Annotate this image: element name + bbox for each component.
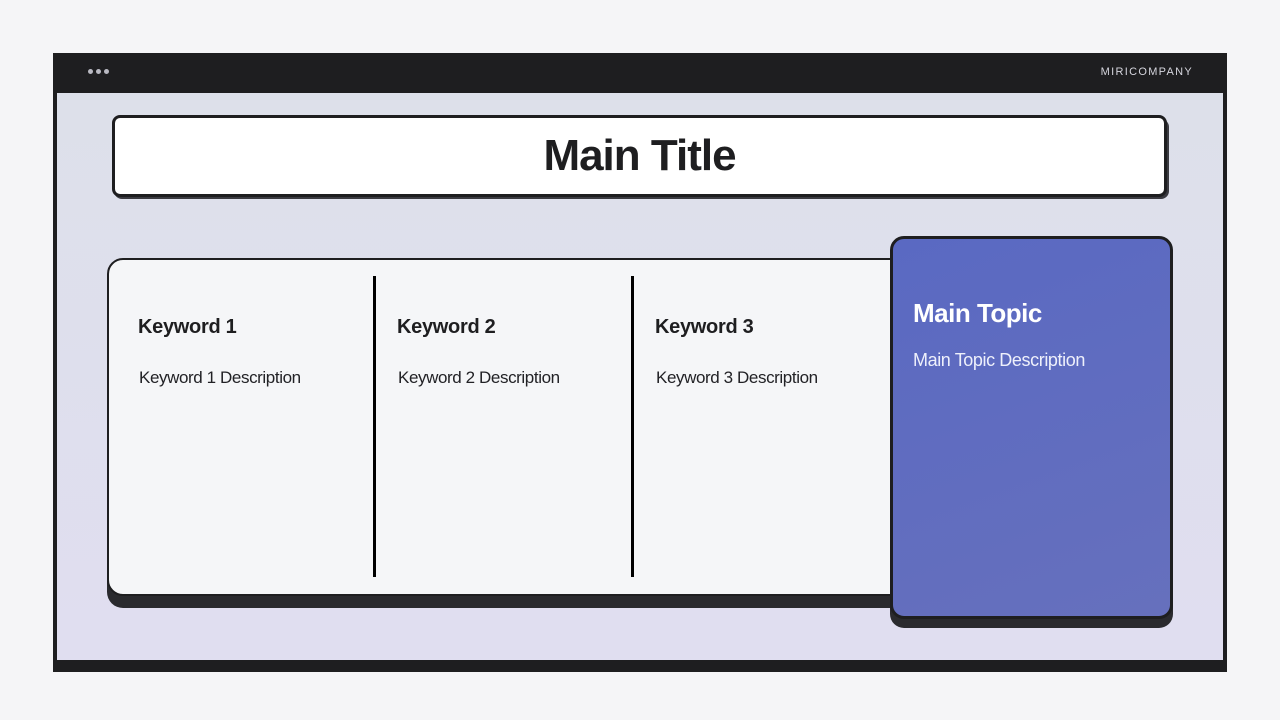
title-bar: MIRICOMPANY xyxy=(53,53,1227,93)
main-topic-heading: Main Topic xyxy=(913,298,1042,328)
column-divider xyxy=(631,276,634,577)
keyword-heading: Keyword 3 xyxy=(655,316,754,338)
keyword-panel: Keyword 1 Keyword 1 Description Keyword … xyxy=(107,258,907,596)
presentation-window: MIRICOMPANY Main Title Keyword 1 Keyword… xyxy=(53,53,1227,672)
brand-label: MIRICOMPANY xyxy=(1100,66,1193,78)
keyword-heading: Keyword 1 xyxy=(138,316,237,338)
keyword-column-3: Keyword 3 Keyword 3 Description xyxy=(626,260,886,594)
keyword-description: Keyword 2 Description xyxy=(398,368,560,387)
slide-canvas: Main Title Keyword 1 Keyword 1 Descripti… xyxy=(57,93,1223,660)
window-controls[interactable] xyxy=(88,69,109,74)
column-divider xyxy=(373,276,376,577)
main-topic-description: Main Topic Description xyxy=(913,350,1085,370)
dot-icon xyxy=(88,69,93,74)
keyword-description: Keyword 1 Description xyxy=(139,368,301,387)
dot-icon xyxy=(104,69,109,74)
title-box: Main Title xyxy=(112,115,1167,197)
keyword-column-1: Keyword 1 Keyword 1 Description xyxy=(109,260,373,594)
keyword-description: Keyword 3 Description xyxy=(656,368,818,387)
dot-icon xyxy=(96,69,101,74)
main-topic-card: Main Topic Main Topic Description xyxy=(890,236,1173,619)
keyword-column-2: Keyword 2 Keyword 2 Description xyxy=(368,260,627,594)
page-title: Main Title xyxy=(543,131,736,180)
keyword-heading: Keyword 2 xyxy=(397,316,496,338)
